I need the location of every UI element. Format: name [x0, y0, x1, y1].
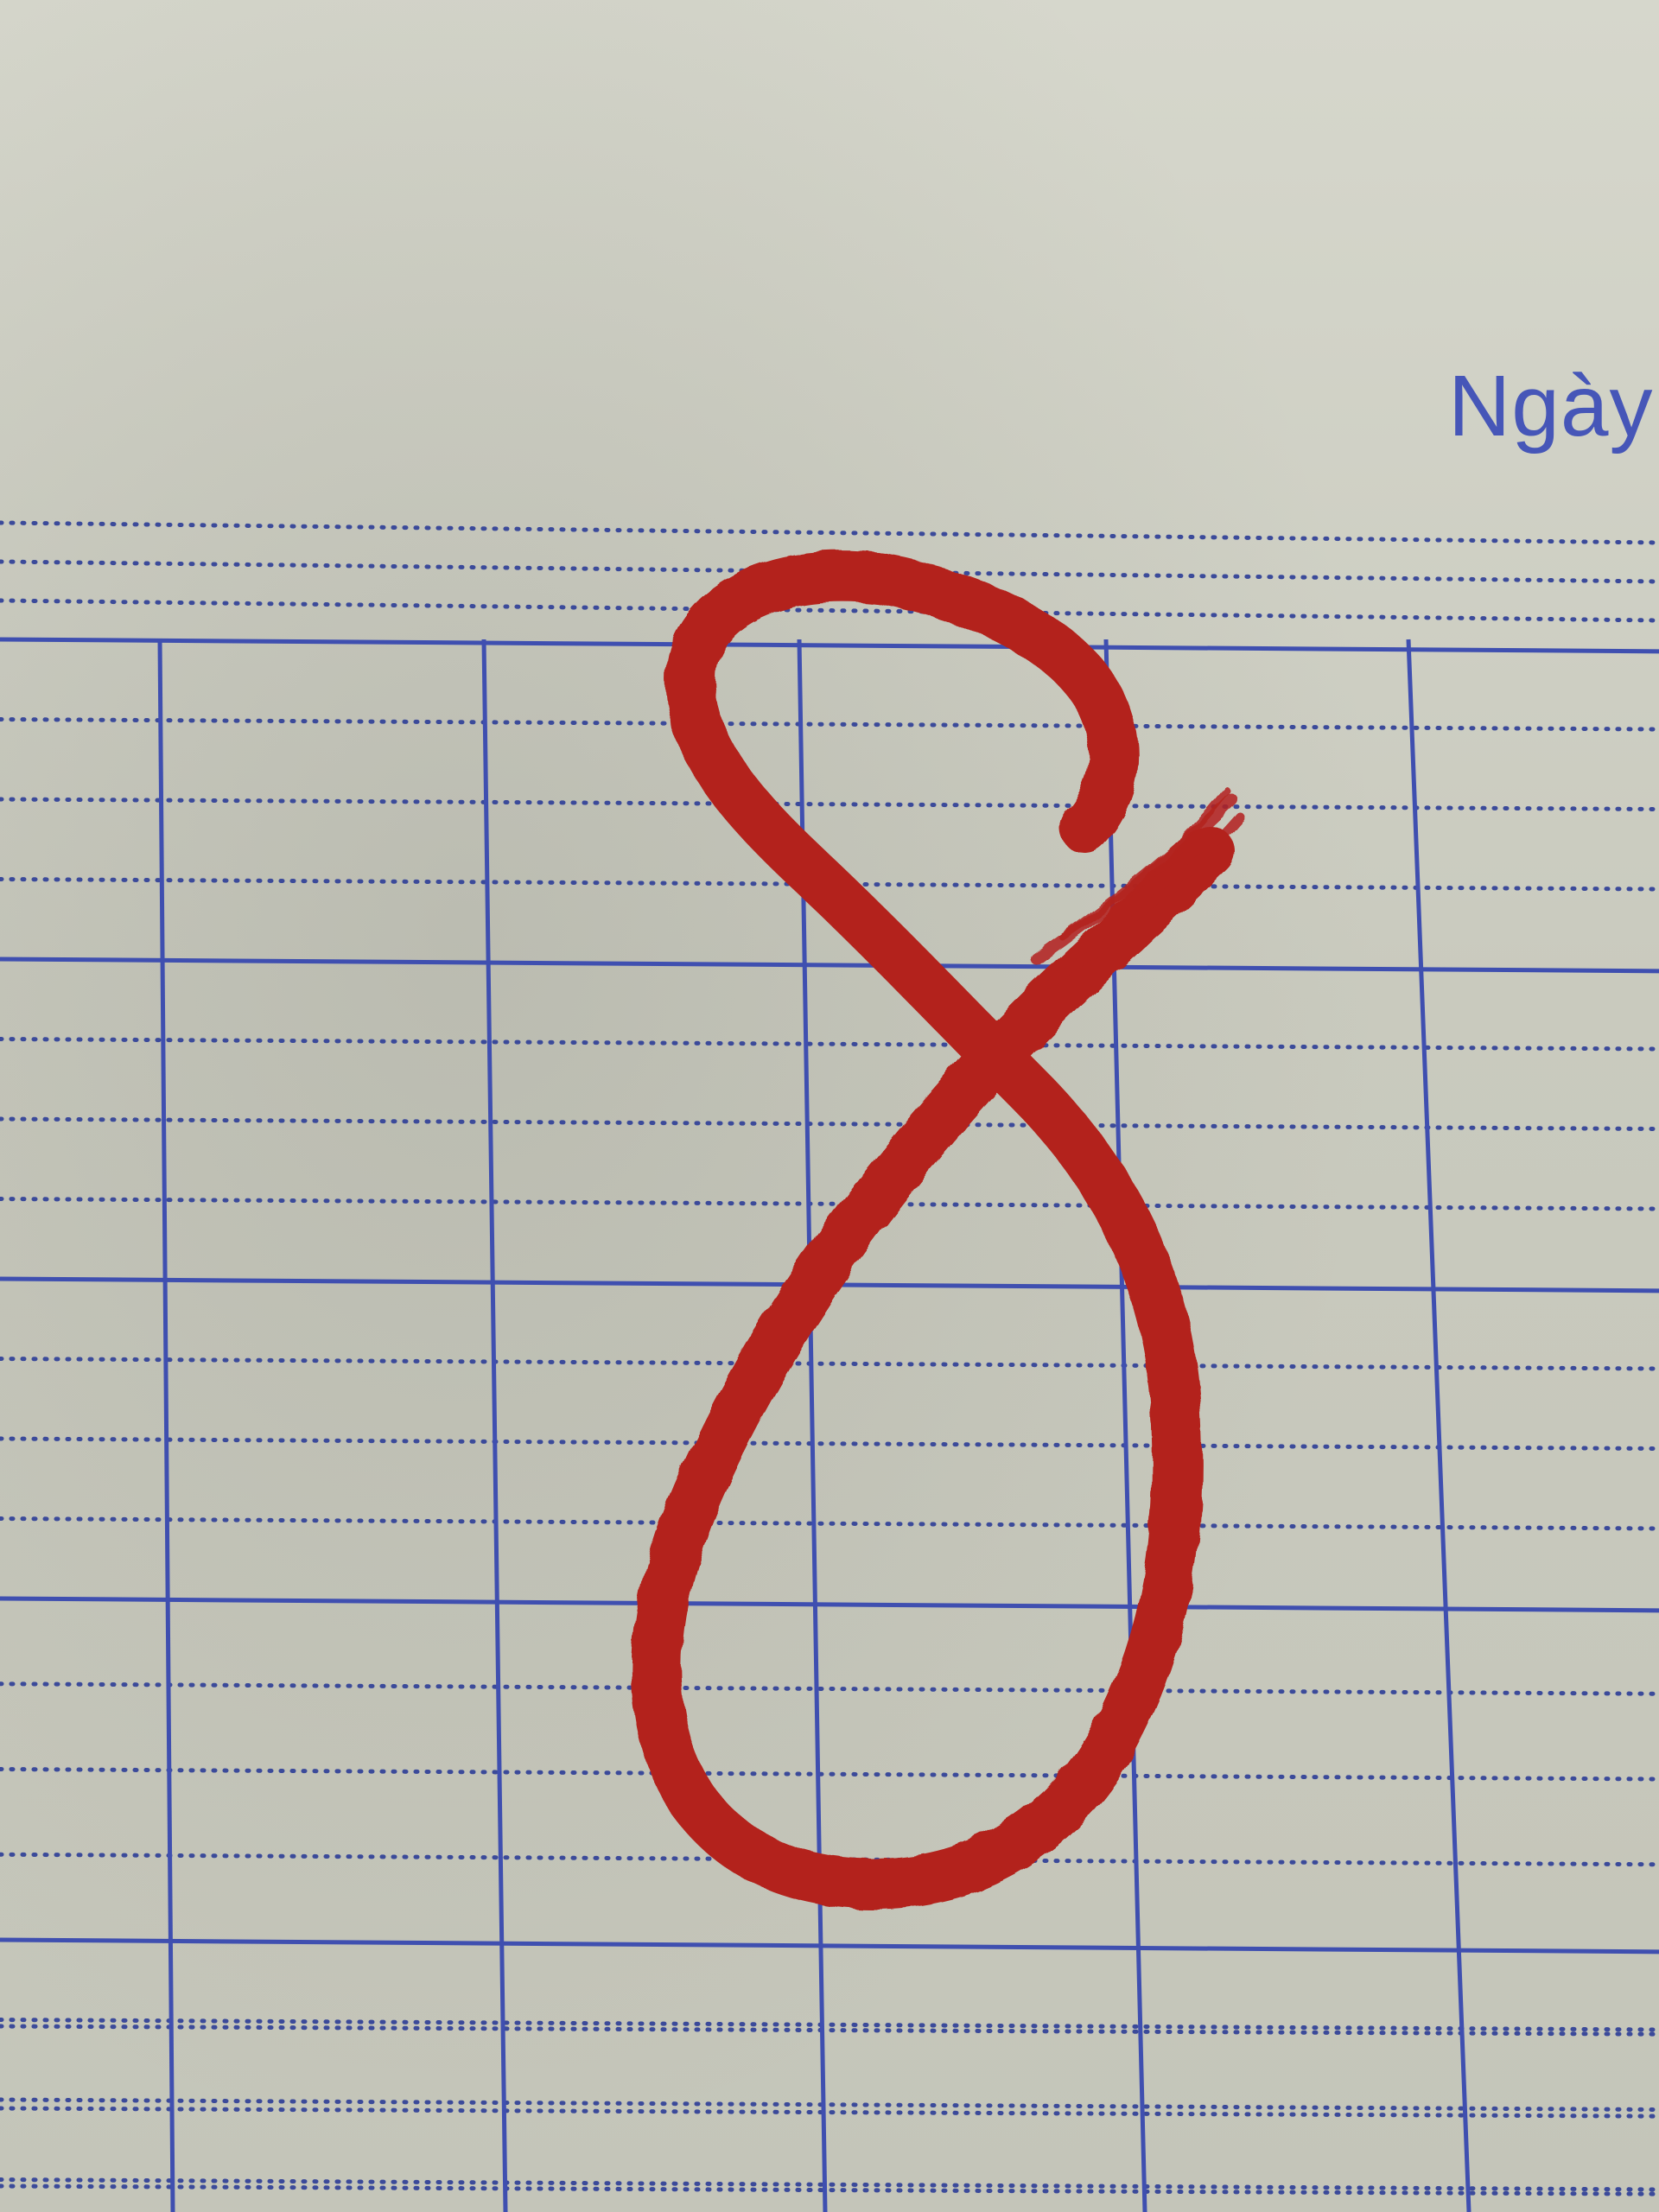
dotted-guide-line	[0, 520, 1659, 545]
grid-horizontal-line	[0, 637, 1659, 654]
grid-horizontal-line	[0, 1596, 1659, 1613]
dotted-guide-line	[0, 1116, 1659, 1132]
dotted-guide-line	[0, 2177, 1659, 2192]
dotted-guide-line	[0, 797, 1659, 812]
grid-vertical-line	[157, 639, 175, 2212]
date-header-label: Ngày	[1448, 358, 1654, 454]
dotted-guide-line	[0, 1436, 1659, 1452]
dotted-guide-line	[0, 1681, 1659, 1696]
dotted-guide-line	[0, 1767, 1659, 1782]
grade-eight-flick-3	[1059, 787, 1230, 941]
dotted-guide-line	[0, 598, 1659, 623]
red-grade-mark	[631, 551, 1244, 1909]
dotted-guide-line	[0, 1516, 1659, 1531]
grid-vertical-line	[1406, 639, 1471, 2212]
grid-horizontal-line	[0, 957, 1659, 974]
grade-eight-flick-2	[1046, 812, 1244, 989]
grid-vertical-line	[797, 639, 828, 2212]
dotted-guide-line	[0, 1357, 1659, 1371]
grid-vertical-line	[481, 639, 508, 2212]
solid-grid-lines	[0, 637, 1659, 2212]
dotted-guide-line	[0, 1037, 1659, 1052]
dotted-guide-line	[0, 2024, 1659, 2037]
grade-eight-main-stroke	[631, 551, 1235, 1909]
dotted-guide-line	[0, 2106, 1659, 2119]
dotted-guide-line	[0, 2097, 1659, 2113]
dotted-guide-lines	[0, 520, 1659, 2196]
dotted-guide-line	[0, 1197, 1659, 1211]
dotted-guide-line	[0, 717, 1659, 732]
dotted-guide-line	[0, 2018, 1659, 2032]
grid-horizontal-line	[0, 1937, 1659, 1955]
dotted-guide-line	[0, 2183, 1659, 2196]
